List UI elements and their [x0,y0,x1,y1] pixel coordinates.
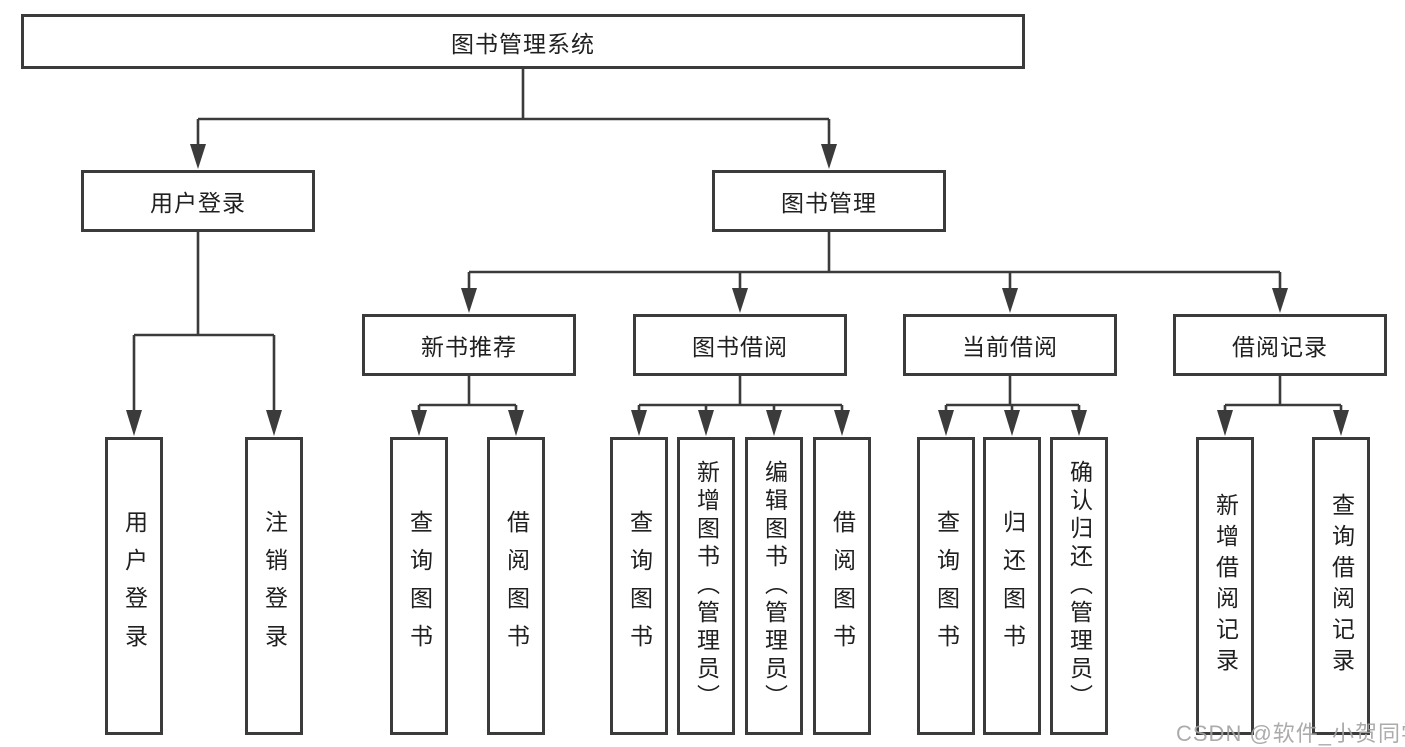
arrowhead [698,410,714,436]
arrowhead [190,144,206,169]
node-borrow-records: 借阅记录 [1173,314,1387,376]
arrowhead [766,410,782,436]
arrowhead [834,410,850,436]
csdn-watermark: CSDN @软件_小贺同学 [1176,721,1405,746]
arrowhead [938,410,954,436]
connector-user-login-to-leaves [126,232,282,436]
arrowhead [631,410,647,436]
node-root-label: 图书管理系统 [451,30,595,57]
arrowhead [461,288,477,313]
arrowhead [1004,410,1020,436]
arrowhead [126,410,142,436]
leaf-label: 归还图书 [999,510,1026,662]
connector-new-books-to-leaves [411,376,524,436]
node-label: 图书借阅 [692,334,788,360]
leaf-label: 编辑图书（管理员） [761,460,788,712]
leaf-label: 新增借阅记录 [1212,493,1239,679]
leaf-logout: 注销登录 [245,437,303,735]
connector-borrowing-to-leaves [631,376,850,436]
node-label: 新书推荐 [421,334,517,360]
leaf-query-books-3: 查询图书 [917,437,975,735]
leaf-query-books-1: 查询图书 [390,437,448,735]
leaf-borrow-books-2: 借阅图书 [813,437,871,735]
arrowhead [732,288,748,313]
leaf-add-books-admin: 新增图书（管理员） [677,437,735,735]
leaf-label: 注销登录 [261,510,288,662]
connector-records-to-leaves [1217,376,1349,436]
leaf-borrow-books-1: 借阅图书 [487,437,545,735]
arrowhead [1217,410,1233,436]
arrowhead [1272,288,1288,313]
leaf-user-login: 用户登录 [105,437,163,735]
leaf-label: 新增图书（管理员） [693,460,720,712]
leaf-label: 确认归还（管理员） [1066,460,1093,712]
node-book-borrowing: 图书借阅 [633,314,847,376]
node-book-management: 图书管理 [712,170,946,232]
arrowhead [1071,410,1087,436]
node-label: 当前借阅 [962,334,1058,360]
leaf-return-books: 归还图书 [983,437,1041,735]
leaf-add-borrow-record: 新增借阅记录 [1196,437,1254,735]
arrowhead [411,410,427,436]
leaf-label: 查询图书 [933,510,960,662]
node-label: 借阅记录 [1232,334,1328,360]
arrowhead [1333,410,1349,436]
leaf-query-books-2: 查询图书 [610,437,668,735]
arrowhead [821,144,837,169]
connector-root-to-branches [190,69,837,169]
node-label: 图书管理 [781,190,877,216]
node-root-system: 图书管理系统 [21,14,1025,69]
leaf-query-borrow-record: 查询借阅记录 [1312,437,1370,735]
arrowhead [266,410,282,436]
node-new-book-recommend: 新书推荐 [362,314,576,376]
arrowhead [508,410,524,436]
leaf-label: 查询图书 [406,510,433,662]
connector-current-to-leaves [938,376,1087,436]
connector-book-mgmt-to-groups [461,232,1288,313]
leaf-label: 查询借阅记录 [1328,493,1355,679]
leaf-label: 借阅图书 [829,510,856,662]
leaf-label: 借阅图书 [503,510,530,662]
leaf-label: 查询图书 [626,510,653,662]
node-user-login: 用户登录 [81,170,315,232]
leaf-label: 用户登录 [121,510,148,662]
leaf-confirm-return-admin: 确认归还（管理员） [1050,437,1108,735]
arrowhead [1002,288,1018,313]
node-current-borrowing: 当前借阅 [903,314,1117,376]
node-label: 用户登录 [150,190,246,216]
leaf-edit-books-admin: 编辑图书（管理员） [745,437,803,735]
